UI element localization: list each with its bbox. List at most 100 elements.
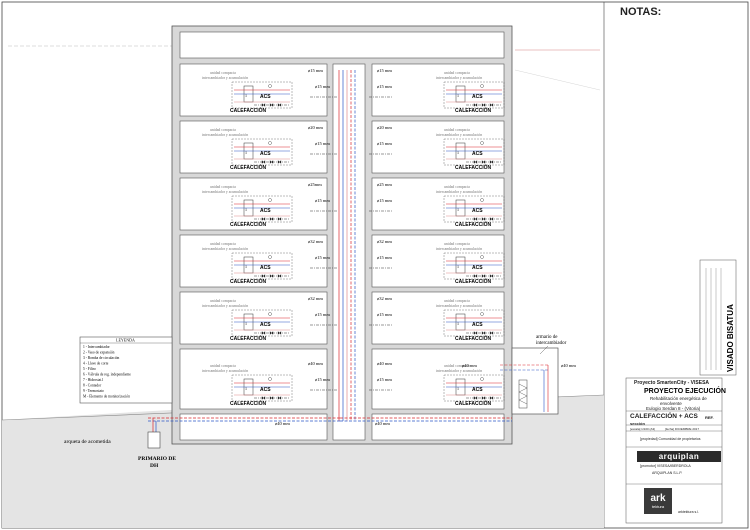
acs-label: ACS bbox=[472, 387, 483, 393]
ground-dn-right: ø40 mm bbox=[375, 421, 390, 426]
tb-date: [fecha] DICIEMBRE 2017 bbox=[665, 427, 700, 431]
primary-label-2: DH bbox=[150, 463, 159, 469]
tb-ref: REF. bbox=[705, 415, 714, 420]
valve-icon bbox=[261, 396, 266, 400]
legend-title: LEYENDA bbox=[116, 338, 135, 343]
gauge-icon bbox=[480, 312, 484, 316]
valve-icon bbox=[261, 331, 266, 335]
valve-icon bbox=[473, 331, 478, 335]
unit-pipe-diameter: ø15 mm bbox=[315, 312, 330, 317]
calefaccion-label: CALEFACCIÓN bbox=[230, 163, 267, 171]
branch-diameter: ø15 mm bbox=[308, 68, 323, 73]
valve-icon bbox=[489, 274, 494, 278]
arquiplan-logo: arquiplan bbox=[637, 451, 721, 462]
unit-label-line2: intercambiador y acumulación bbox=[436, 369, 482, 373]
tb-desc-2: envolvente bbox=[660, 401, 682, 406]
branch-diameter: ø40 mm bbox=[377, 361, 392, 366]
calefaccion-label: CALEFACCIÓN bbox=[455, 163, 492, 171]
valve-icon bbox=[269, 396, 274, 400]
unit-exchanger-number: 1 bbox=[245, 386, 247, 391]
valve-icon bbox=[261, 217, 266, 221]
legend-item: 3 - Bomba de circulación bbox=[83, 356, 120, 360]
unit-boundary bbox=[231, 309, 293, 337]
unit-boundary bbox=[443, 309, 505, 337]
gauge-icon bbox=[268, 377, 272, 381]
unit-boundary bbox=[443, 195, 505, 223]
valve-icon bbox=[277, 274, 282, 278]
valve-icon bbox=[473, 160, 478, 164]
tb-desc-1: Rehabilitación energética de bbox=[650, 396, 707, 401]
acs-label: ACS bbox=[472, 94, 483, 100]
valve-icon bbox=[481, 103, 486, 107]
primary-label-1: PRIMARIO DE bbox=[138, 456, 176, 462]
unit-pipe-diameter: ø15 mm bbox=[315, 255, 330, 260]
unit-pipe-diameter: ø15 mm bbox=[377, 84, 392, 89]
unit-boundary bbox=[231, 374, 293, 402]
valve-icon bbox=[277, 396, 282, 400]
legend-item: 5 - Filtro bbox=[83, 367, 96, 371]
unit-exchanger-number: 1 bbox=[457, 264, 459, 269]
unit-label-line1: unidad compacta bbox=[210, 128, 236, 132]
cabinet-label-2: intercambiador bbox=[536, 341, 567, 346]
branch-diameter: ø15 mm bbox=[377, 68, 392, 73]
unit-label-line2: intercambiador y acumulación bbox=[436, 247, 482, 251]
branch-diameter: ø25 mm bbox=[377, 182, 392, 187]
tb-phase: PROYECTO EJECUCIÓN bbox=[644, 388, 726, 395]
valve-icon bbox=[489, 396, 494, 400]
tb-scale: [escala] 1/100 (A3) bbox=[630, 427, 656, 431]
unit-exchanger-number: 1 bbox=[457, 150, 459, 155]
valve-icon bbox=[481, 331, 486, 335]
unit-label-line1: unidad compacta bbox=[444, 299, 470, 303]
tb-promoter: [promotor] VISESA/IBERDROLA bbox=[640, 464, 691, 468]
unit-exchanger-number: 1 bbox=[457, 321, 459, 326]
legend-box bbox=[79, 336, 173, 404]
calefaccion-label: CALEFACCIÓN bbox=[455, 106, 492, 114]
unit-pipe-diameter: ø15 mm bbox=[377, 198, 392, 203]
unit-pipe-diameter: ø15 mm bbox=[377, 255, 392, 260]
valve-icon bbox=[277, 160, 282, 164]
unit-label-line1: unidad compacta bbox=[210, 364, 236, 368]
legend-item: 8 - Contador bbox=[83, 384, 102, 388]
dwelling-left bbox=[179, 348, 328, 410]
acs-label: ACS bbox=[260, 208, 271, 214]
valve-icon bbox=[489, 160, 494, 164]
acs-label: ACS bbox=[260, 94, 271, 100]
unit-pipe-diameter: ø15 mm bbox=[315, 198, 330, 203]
unit-pipe-diameter: ø15 mm bbox=[377, 377, 392, 382]
acs-label: ACS bbox=[260, 265, 271, 271]
calefaccion-label: CALEFACCIÓN bbox=[455, 277, 492, 285]
gauge-icon bbox=[480, 84, 484, 88]
unit-exchanger-number: 1 bbox=[245, 150, 247, 155]
unit-label-line1: unidad compacta bbox=[210, 71, 236, 75]
valve-icon bbox=[473, 103, 478, 107]
cabinet-dn: ø40 mm bbox=[561, 363, 576, 368]
unit-boundary bbox=[443, 81, 505, 109]
valve-icon bbox=[473, 274, 478, 278]
acs-label: ACS bbox=[260, 151, 271, 157]
context-line bbox=[514, 69, 601, 91]
calefaccion-label: CALEFACCIÓN bbox=[230, 106, 267, 114]
unit-boundary bbox=[231, 138, 293, 166]
unit-label-line2: intercambiador y acumulación bbox=[202, 369, 248, 373]
acs-label: ACS bbox=[260, 322, 271, 328]
unit-boundary bbox=[231, 252, 293, 280]
visado-stamp-frame bbox=[699, 259, 737, 376]
roof-space bbox=[179, 31, 505, 59]
branch-diameter: ø20 mm bbox=[377, 125, 392, 130]
valve-icon bbox=[481, 274, 486, 278]
valve-icon bbox=[481, 160, 486, 164]
unit-label-line1: unidad compacta bbox=[444, 128, 470, 132]
valve-icon bbox=[261, 103, 266, 107]
acs-label: ACS bbox=[472, 208, 483, 214]
legend-item: 9 - Termostato bbox=[83, 389, 104, 393]
service-pit-label: arqueta de acometida bbox=[64, 439, 111, 445]
tb-project: Proyecto SmartenCity - VISESA bbox=[634, 380, 710, 386]
legend-item: 6 - Válvula de reg. independiente bbox=[83, 373, 131, 377]
unit-exchanger-number: 1 bbox=[457, 386, 459, 391]
